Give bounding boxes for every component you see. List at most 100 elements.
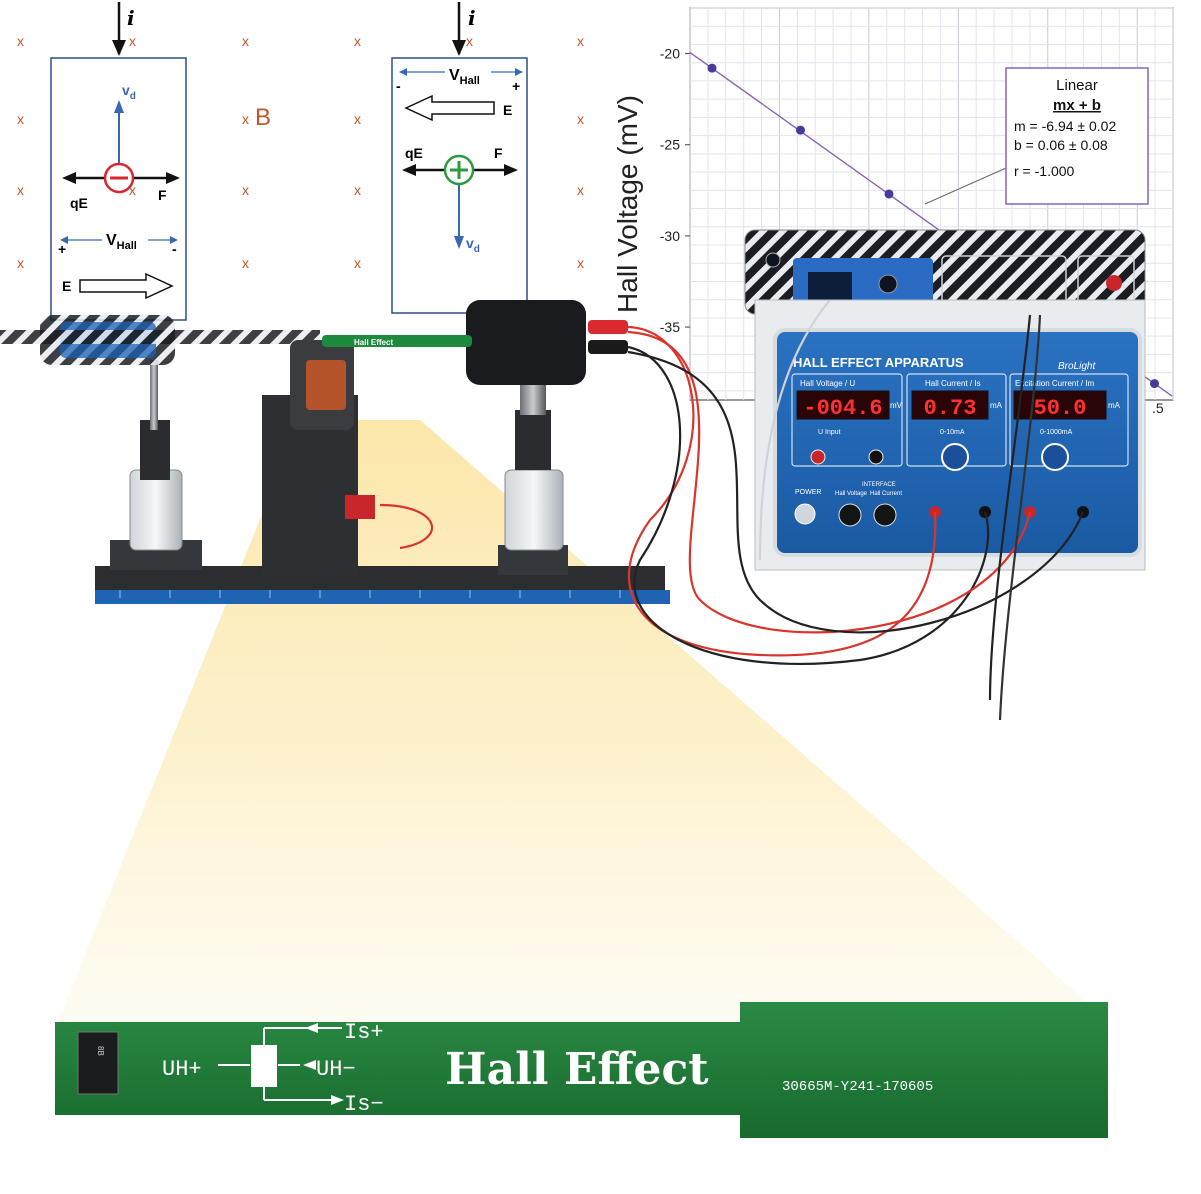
plus-sign: + <box>512 78 520 94</box>
jack1-label: Hall Voltage <box>835 491 868 497</box>
hall-voltage-port[interactable] <box>838 503 862 527</box>
svg-text:x: x <box>17 182 24 198</box>
y-tick-label: -20 <box>660 46 680 62</box>
force-qe-label: qE <box>70 195 88 211</box>
vhall-subscript: Hall <box>117 240 137 252</box>
input-label: U Input <box>818 429 841 436</box>
input-red-jack[interactable] <box>810 449 826 465</box>
optical-bench <box>95 566 670 604</box>
power-label: POWER <box>795 489 821 496</box>
cables <box>379 299 1085 721</box>
svg-text:VHall: VHall <box>106 232 137 252</box>
fit-callout-line <box>924 167 1007 205</box>
svg-text:x: x <box>242 255 249 271</box>
vhall-label: V <box>449 67 460 84</box>
efield-label: E <box>503 102 512 118</box>
svg-text:x: x <box>242 111 249 127</box>
meter2-value: 0.73 <box>924 396 977 421</box>
fit-correlation: r = -1.000 <box>1014 163 1075 179</box>
data-point <box>707 63 717 73</box>
minus-sign: - <box>172 241 177 257</box>
force-qe-label: qE <box>405 145 423 161</box>
sensor-board-title: Hall Effect <box>445 1044 709 1095</box>
svg-text:x: x <box>577 182 584 198</box>
meter3-unit: mA <box>1108 401 1121 410</box>
hall-chip <box>77 1031 119 1095</box>
fit-intercept: b = 0.06 ± 0.08 <box>1014 137 1108 153</box>
svg-text:x: x <box>577 33 584 49</box>
svg-text:x: x <box>242 182 249 198</box>
excitation-current-display <box>1013 390 1107 420</box>
meter1-unit: mV <box>890 401 903 410</box>
drift-arrow-icon <box>114 100 124 113</box>
drift-label: v <box>466 235 474 251</box>
svg-text:x: x <box>577 111 584 127</box>
vhall-subscript: Hall <box>460 75 480 87</box>
svg-text:x: x <box>17 111 24 127</box>
hall-current-port[interactable] <box>873 503 897 527</box>
drift-subscript: d <box>130 91 136 102</box>
svg-text:vd: vd <box>122 82 136 102</box>
plus-sign: + <box>58 241 66 257</box>
force-f-label: F <box>494 145 503 161</box>
data-point <box>796 125 805 135</box>
chart-ticks: -20-25-30-35 <box>660 46 690 335</box>
svg-text:x: x <box>129 33 136 49</box>
hall-effect-apparatus: HALL EFFECT APPARATUS BroLight Hall Volt… <box>754 299 1146 571</box>
svg-text:x: x <box>17 33 24 49</box>
fit-title: Linear <box>1056 77 1098 94</box>
hall-current-knob[interactable] <box>941 443 969 471</box>
positive-carrier-diagram: i VHall - + E qE F vd <box>391 2 528 314</box>
interface-label: INTERFACE <box>862 482 896 488</box>
current-arrow-icon <box>112 40 126 56</box>
y-tick-label: -35 <box>660 319 680 335</box>
power-button[interactable] <box>794 503 816 525</box>
chart-y-axis-label: Hall Voltage (mV) <box>612 95 643 313</box>
chart-x-tick-label: .5 <box>1152 400 1164 416</box>
probe-head <box>466 300 586 385</box>
svg-text:x: x <box>354 111 361 127</box>
input-black-jack[interactable] <box>868 449 884 465</box>
svg-text:x: x <box>354 255 361 271</box>
fit-results-box <box>1005 67 1149 205</box>
efield-label: E <box>62 278 71 294</box>
svg-text:x: x <box>354 33 361 49</box>
svg-text:x: x <box>242 33 249 49</box>
svg-text:8B: 8B <box>96 1046 105 1056</box>
hall-sensor-board: 8B UH+ UH− Is+ Is− Hall Effect 30665M-Y2… <box>55 1002 1108 1138</box>
hall-probe-arm <box>322 335 472 347</box>
meter2-label: Hall Current / Is <box>925 379 981 388</box>
universal-interface <box>744 229 1146 315</box>
current-label: i <box>127 6 135 30</box>
meter1-value: -004.6 <box>803 396 882 421</box>
hall-probe-stand: Hall Effect <box>322 300 628 575</box>
hall-circuit-schematic <box>218 1027 342 1101</box>
probe-label: Hall Effect <box>354 338 393 347</box>
current-arrow-icon <box>452 40 466 56</box>
fit-formula: mx + b <box>1053 97 1101 114</box>
svg-text:VHall: VHall <box>449 67 480 87</box>
meter3-label: Excitation Current / Im <box>1015 379 1094 388</box>
svg-text:x: x <box>17 255 24 271</box>
meter3-value: 50.0 <box>1034 396 1087 421</box>
apparatus-brand: BroLight <box>1058 361 1096 372</box>
excitation-current-knob[interactable] <box>1041 443 1069 471</box>
efield-arrow-icon <box>79 272 174 300</box>
minus-sign: - <box>396 78 401 94</box>
svg-text:x: x <box>129 182 136 198</box>
fit-slope: m = -6.94 ± 0.02 <box>1014 118 1116 134</box>
svg-text:x: x <box>354 182 361 198</box>
negative-carrier-diagram: i vd qE F x VHall + - E <box>50 2 187 321</box>
meter2-unit: mA <box>990 401 1003 410</box>
vhall-label: V <box>106 232 117 249</box>
hall-voltage-display <box>796 390 890 420</box>
data-point <box>884 189 894 199</box>
electromagnet-coil <box>262 340 375 575</box>
drift-subscript: d <box>474 244 480 255</box>
jack2-label: Hall Current <box>870 491 902 497</box>
is-minus-label: Is− <box>344 1092 384 1117</box>
meter2-range: 0-10mA <box>940 429 965 436</box>
svg-text:vd: vd <box>466 235 480 255</box>
drift-label: v <box>122 82 130 98</box>
